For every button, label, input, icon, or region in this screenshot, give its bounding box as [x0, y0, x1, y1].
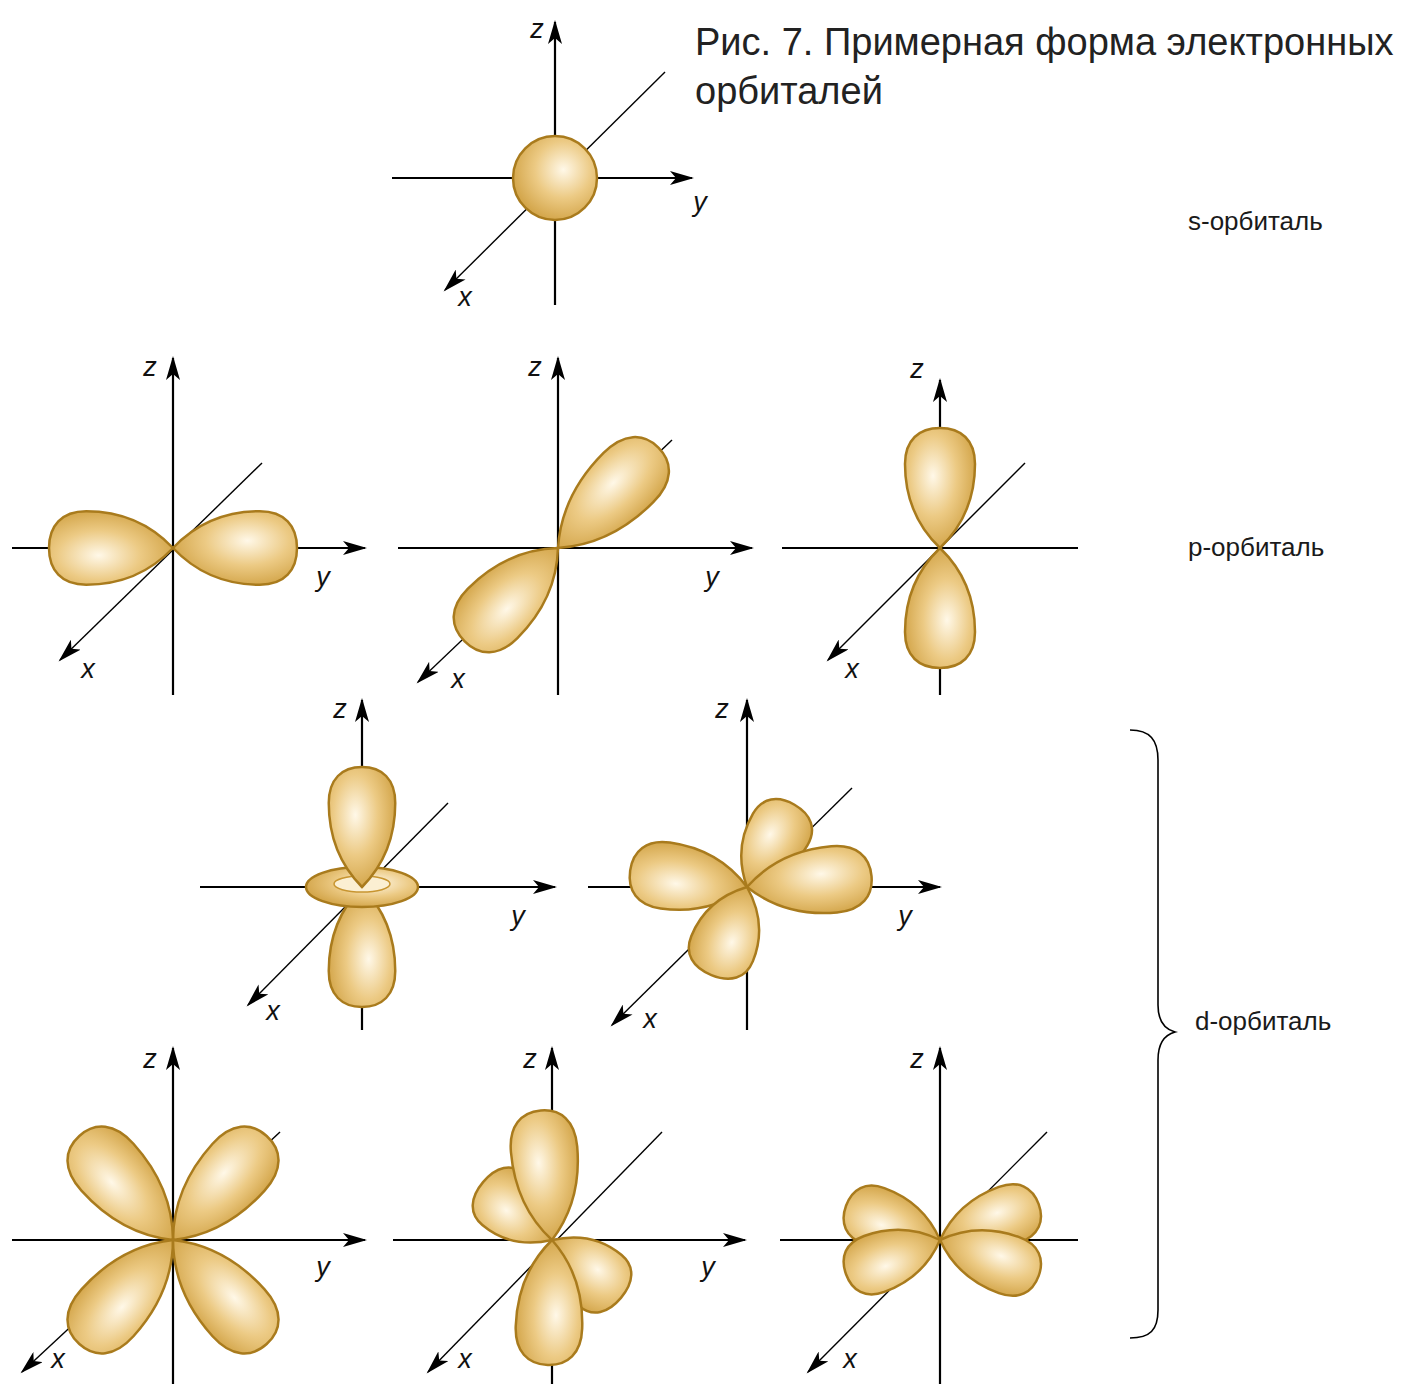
orbital-lobe — [440, 523, 583, 666]
orbital-lobe — [49, 511, 173, 585]
s-orbital — [513, 136, 597, 220]
y-axis — [12, 1239, 365, 1241]
axis-label: y — [705, 562, 719, 593]
y-axis — [398, 547, 752, 549]
axis-label: y — [898, 901, 912, 932]
figure-caption: Рис. 7. Примерная форма электронных орби… — [695, 18, 1400, 117]
axis-label: z — [333, 694, 347, 725]
d-orbitals — [53, 767, 1049, 1367]
orbital-lobe — [514, 1239, 585, 1366]
z-axis — [172, 1048, 174, 1384]
orbital-label: d-орбиталь — [1195, 1007, 1331, 1037]
orbital-label: p-орбиталь — [1188, 533, 1324, 563]
axis-label: z — [528, 352, 542, 383]
axis-label: z — [715, 694, 729, 725]
orbital-lobe — [147, 1217, 293, 1368]
z-axis — [172, 358, 174, 695]
axis-label: z — [910, 1044, 924, 1075]
orbital-lobe — [836, 1212, 950, 1302]
axis-label: y — [316, 1252, 330, 1283]
x-axis — [445, 72, 665, 290]
orbital-lobe — [681, 875, 778, 988]
y-axis — [782, 547, 1078, 549]
group-brace — [1130, 730, 1175, 1338]
axis-label: x — [81, 654, 95, 685]
axis-label: y — [316, 562, 330, 593]
p-orbitals — [49, 423, 975, 668]
axes — [12, 22, 1078, 1384]
z-axis — [939, 1048, 941, 1384]
axis-label: x — [458, 282, 472, 313]
axis-label: y — [701, 1252, 715, 1283]
axis-label: z — [143, 1044, 157, 1075]
orbital-lobe — [53, 1217, 199, 1368]
orbital-lobe — [329, 767, 396, 887]
axis-label: x — [843, 1344, 857, 1375]
axis-label: z — [523, 1044, 537, 1075]
axis-label: x — [643, 1004, 657, 1035]
axis-label: y — [511, 901, 525, 932]
orbital-label: s-орбиталь — [1188, 207, 1323, 237]
orbital-lobe — [930, 1212, 1049, 1304]
axis-label: x — [51, 1344, 65, 1375]
axis-label: z — [910, 354, 924, 385]
axis-label: z — [530, 14, 544, 45]
orbital-lobe — [744, 843, 874, 920]
axis-label: z — [143, 352, 157, 383]
axis-label: x — [845, 654, 859, 685]
orbital-lobe — [905, 428, 975, 548]
orbital-lobe — [508, 1108, 586, 1243]
axis-label: x — [451, 664, 465, 695]
orbital-lobe — [905, 548, 975, 668]
axis-label: y — [693, 187, 707, 218]
orbital-lobe — [173, 511, 297, 585]
axis-label: x — [266, 996, 280, 1027]
z-axis — [557, 358, 559, 695]
axis-label: x — [458, 1344, 472, 1375]
